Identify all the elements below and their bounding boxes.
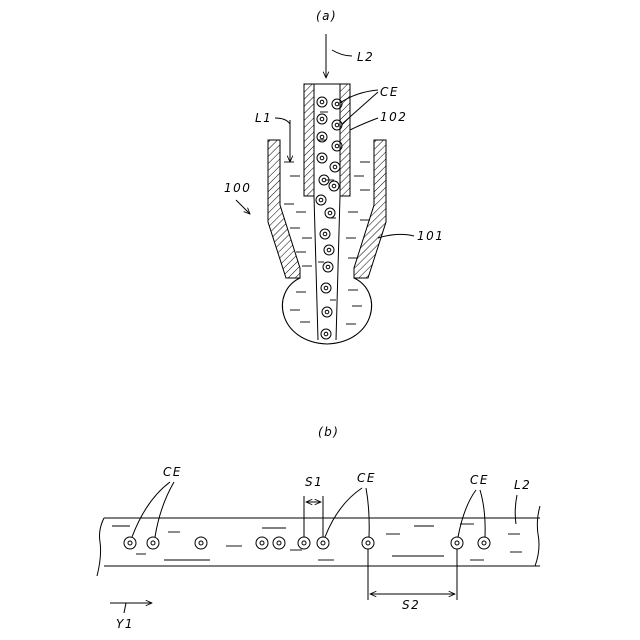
liquid-label: L2 bbox=[514, 478, 531, 492]
direction-label: Y1 bbox=[116, 617, 134, 631]
cell bbox=[362, 537, 374, 549]
cell-label-b3: CE bbox=[470, 473, 489, 487]
cell bbox=[124, 537, 136, 549]
cell-leader-b2a bbox=[325, 488, 362, 537]
cell bbox=[317, 153, 327, 163]
panel-a-caption: (a) bbox=[316, 9, 337, 23]
cell bbox=[317, 114, 327, 124]
cells-panel-b bbox=[124, 537, 490, 549]
cell bbox=[321, 283, 331, 293]
cell bbox=[321, 329, 331, 339]
cell bbox=[273, 537, 285, 549]
cell bbox=[317, 97, 327, 107]
inner-tube-leader bbox=[350, 118, 378, 130]
cell bbox=[322, 307, 332, 317]
cell bbox=[316, 195, 326, 205]
inner-tube-right-wall bbox=[340, 84, 350, 196]
outer-flow-leader bbox=[275, 118, 290, 124]
outer-tube-right-wall bbox=[354, 140, 386, 278]
panel-b-caption: (b) bbox=[318, 425, 339, 439]
cell bbox=[317, 537, 329, 549]
cell-leader-b1b bbox=[155, 482, 174, 537]
cell bbox=[330, 162, 340, 172]
inner-flow-label: L2 bbox=[357, 50, 374, 64]
droplet bbox=[282, 278, 371, 344]
liquid-leader bbox=[515, 495, 517, 524]
cell-leader-b3a bbox=[458, 490, 476, 537]
outer-tube-left-wall bbox=[268, 140, 300, 278]
stream-left-edge bbox=[314, 196, 318, 340]
outer-tube-leader bbox=[378, 234, 414, 238]
device-arrow bbox=[236, 200, 250, 214]
cell bbox=[320, 229, 330, 239]
outer-liquid-dashes bbox=[284, 112, 370, 324]
device-label: 100 bbox=[224, 181, 251, 195]
cell bbox=[317, 132, 327, 142]
cells-panel-a bbox=[316, 97, 342, 339]
cell bbox=[329, 181, 339, 191]
direction-arrow-tick bbox=[124, 603, 126, 613]
inner-tube-left-wall bbox=[304, 84, 314, 196]
cell-leader-b3b bbox=[480, 490, 485, 537]
spacing-large-label: S2 bbox=[402, 598, 420, 612]
cell-label-a: CE bbox=[380, 85, 399, 99]
cell bbox=[324, 245, 334, 255]
panel-b: (b) bbox=[97, 425, 540, 631]
cell-leader-b1a bbox=[132, 482, 170, 537]
cell bbox=[195, 537, 207, 549]
cell-leader-b2b bbox=[366, 488, 369, 537]
cell bbox=[323, 262, 333, 272]
channel-left-end bbox=[97, 518, 104, 576]
cell bbox=[147, 537, 159, 549]
inner-flow-leader bbox=[332, 50, 352, 56]
cell-label-b2: CE bbox=[357, 471, 376, 485]
cell bbox=[451, 537, 463, 549]
channel-right-end bbox=[535, 506, 540, 566]
spacing-small-label: S1 bbox=[305, 475, 323, 489]
stream-right-edge bbox=[336, 196, 340, 340]
cell bbox=[256, 537, 268, 549]
inner-tube-label: 102 bbox=[380, 110, 407, 124]
cell bbox=[298, 537, 310, 549]
panel-a: (a) L2 bbox=[224, 9, 444, 344]
outer-flow-label: L1 bbox=[255, 111, 272, 125]
cell-label-b1: CE bbox=[163, 465, 182, 479]
cell bbox=[325, 208, 335, 218]
outer-tube-label: 101 bbox=[417, 229, 444, 243]
cell bbox=[478, 537, 490, 549]
